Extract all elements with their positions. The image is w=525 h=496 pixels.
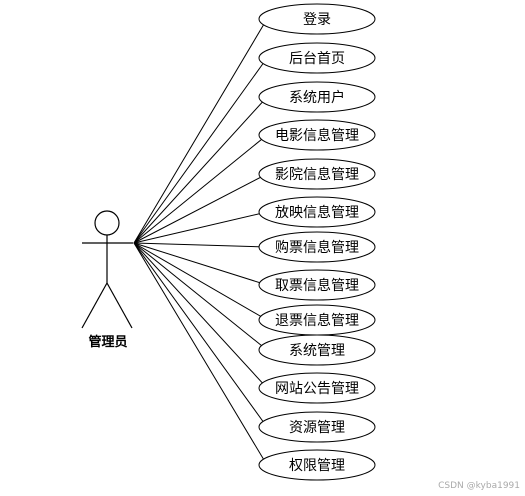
association-line xyxy=(133,211,268,244)
use-case-ellipse xyxy=(258,119,376,151)
use-case-ellipse xyxy=(258,334,376,366)
association-line xyxy=(133,242,268,466)
association-line xyxy=(133,242,268,321)
use-case-ellipse xyxy=(258,196,376,228)
use-case-ellipse xyxy=(258,158,376,190)
use-case: 登录 xyxy=(258,3,376,35)
use-case: 影院信息管理 xyxy=(258,158,376,190)
use-case-ellipse xyxy=(258,411,376,443)
use-case-ellipse xyxy=(258,449,376,481)
use-case-list: 登录后台首页系统用户电影信息管理影院信息管理放映信息管理购票信息管理取票信息管理… xyxy=(258,3,376,481)
use-case: 系统管理 xyxy=(258,334,376,366)
actor-right-leg xyxy=(106,282,133,329)
use-case-ellipse xyxy=(258,231,376,263)
association-line xyxy=(133,242,268,248)
use-case: 权限管理 xyxy=(258,449,376,481)
use-case: 取票信息管理 xyxy=(258,269,376,301)
use-case-label: 权限管理 xyxy=(289,458,345,474)
use-case-ellipse xyxy=(258,42,376,74)
use-case: 资源管理 xyxy=(258,411,376,443)
use-case: 放映信息管理 xyxy=(258,196,376,228)
watermark: CSDN @kyba1991 xyxy=(438,481,520,491)
actor-admin: 管理员 xyxy=(81,210,133,350)
use-case-label: 资源管理 xyxy=(289,420,345,436)
use-case-label: 系统用户 xyxy=(289,89,345,106)
use-case-label: 后台首页 xyxy=(289,51,345,67)
actor-head xyxy=(94,210,120,236)
use-case-label: 网站公告管理 xyxy=(275,381,359,397)
use-case: 后台首页 xyxy=(258,42,376,74)
actor-label: 管理员 xyxy=(88,334,127,350)
association-line xyxy=(133,242,268,428)
use-case: 网站公告管理 xyxy=(258,372,376,404)
use-case-label: 影院信息管理 xyxy=(275,166,359,183)
use-case-ellipse xyxy=(258,372,376,404)
use-case-ellipse xyxy=(258,3,376,35)
actor-left-leg xyxy=(81,282,108,329)
use-case: 电影信息管理 xyxy=(258,119,376,151)
use-case: 退票信息管理 xyxy=(258,304,376,336)
use-case-ellipse xyxy=(258,269,376,301)
use-case-label: 放映信息管理 xyxy=(275,204,359,221)
use-case-label: 取票信息管理 xyxy=(275,277,359,294)
use-case-label: 退票信息管理 xyxy=(275,312,359,329)
use-case-label: 电影信息管理 xyxy=(275,127,359,144)
use-case-label: 购票信息管理 xyxy=(275,239,359,256)
use-case-ellipse xyxy=(258,81,376,113)
association-line xyxy=(133,57,268,244)
association-line xyxy=(133,173,268,244)
use-case-label: 系统管理 xyxy=(289,343,345,359)
use-case: 系统用户 xyxy=(258,81,376,113)
association-line xyxy=(133,242,268,389)
association-line xyxy=(133,96,268,244)
association-lines xyxy=(133,18,268,466)
association-line xyxy=(133,242,268,286)
association-line xyxy=(133,18,268,244)
use-case: 购票信息管理 xyxy=(258,231,376,263)
association-line xyxy=(133,242,268,351)
association-line xyxy=(133,134,268,244)
use-case-label: 登录 xyxy=(303,12,331,28)
